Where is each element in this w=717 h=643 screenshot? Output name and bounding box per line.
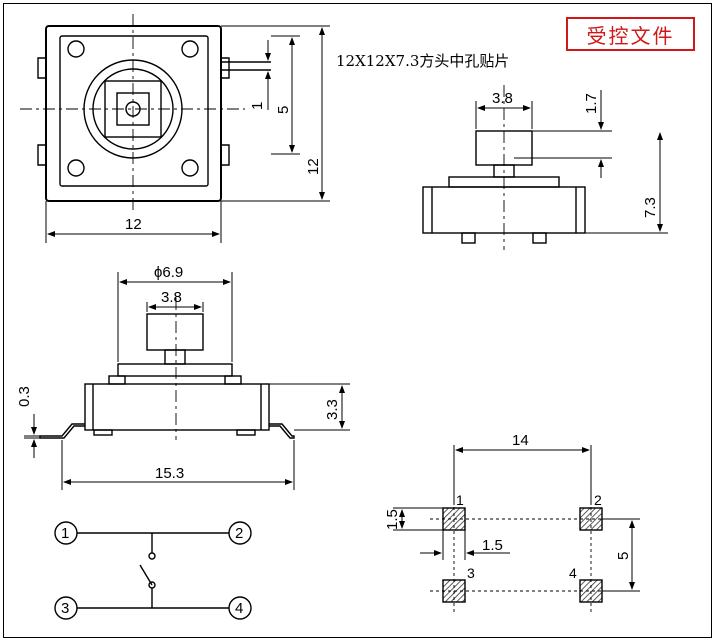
dim-front-diameter: ϕ6.9 — [154, 264, 183, 281]
dim-top-height: 12 — [305, 158, 322, 175]
drawing-title: 12X12X7.3方头中孔贴片 — [336, 52, 510, 70]
dim-pad-pitch-y: 5 — [615, 552, 632, 560]
pad-pin-2: 2 — [594, 492, 602, 508]
dim-side-height: 1.7 — [583, 93, 600, 114]
dim-pad-size: 1.5 — [384, 509, 401, 530]
pad-pin-3: 3 — [467, 565, 475, 581]
dim-front-cap: 3.8 — [161, 289, 182, 306]
dim-side-cap: 3.8 — [492, 90, 513, 107]
dim-front-body: 3.3 — [324, 399, 341, 420]
dim-top-width: 12 — [125, 216, 142, 233]
top-view-dimensions — [45, 25, 330, 243]
front-view — [39, 298, 295, 440]
pad-layout-dimensions — [393, 445, 640, 592]
schematic-terminal-3: 3 — [61, 600, 69, 617]
dim-pad-width: 1.5 — [482, 537, 503, 554]
pad-layout — [430, 495, 615, 615]
side-view — [422, 85, 586, 250]
dim-front-span: 15.3 — [155, 465, 184, 482]
dim-top-a: 1 — [249, 102, 266, 110]
schematic-terminal-4: 4 — [235, 600, 243, 617]
front-view-dimensions — [24, 272, 350, 490]
top-view — [20, 14, 271, 212]
drawing-frame — [3, 3, 712, 638]
dim-top-b: 5 — [275, 106, 292, 114]
controlled-document-stamp: 受控文件 — [566, 17, 695, 51]
dim-side-total: 7.3 — [642, 197, 659, 218]
schematic-terminal-1: 1 — [61, 525, 69, 542]
switch-schematic — [54, 521, 252, 620]
pad-pin-4: 4 — [569, 565, 577, 581]
dimension-labels: 12 12 1 5 3.8 1.7 7.3 ϕ6.9 3.8 0.3 3.3 1… — [16, 90, 659, 617]
dim-pad-pitch-x: 14 — [512, 432, 529, 449]
side-view-dimensions — [475, 90, 668, 234]
schematic-terminal-2: 2 — [235, 525, 243, 542]
dim-front-lead: 0.3 — [16, 386, 33, 407]
pad-pin-1: 1 — [456, 492, 464, 508]
